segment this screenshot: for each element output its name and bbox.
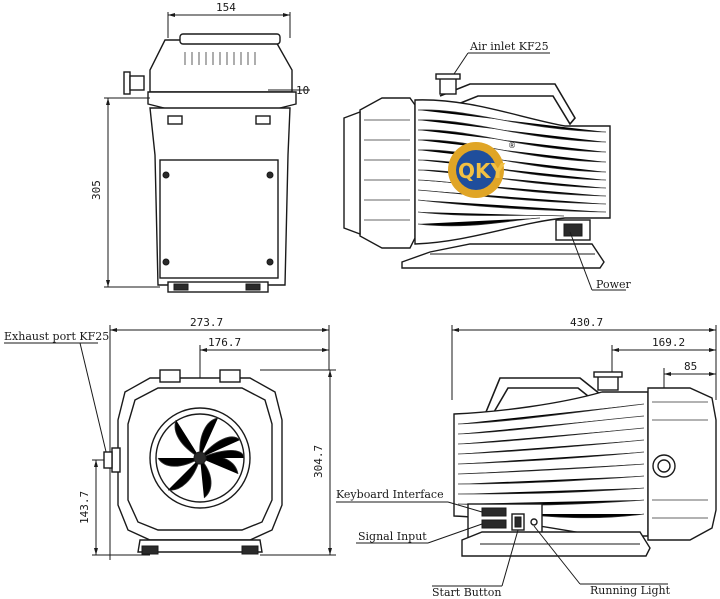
- front-view: 154 10: [90, 1, 310, 293]
- side-dim-length: 430.7: [570, 316, 603, 329]
- rear-dim-port-height: 143.7: [78, 491, 91, 524]
- side-dim-offset: 85: [684, 360, 697, 373]
- fan-blades: [157, 417, 245, 499]
- rear-view: Exhaust port KF25 273.7 176.7 304.7 143.…: [4, 316, 336, 560]
- signal-input-label: Signal Input: [358, 530, 427, 543]
- power-label: Power: [596, 278, 632, 291]
- brand-logo: QKY ®: [448, 141, 516, 198]
- side-view-left: 430.7 169.2 85: [336, 316, 717, 599]
- keyboard-interface-label: Keyboard Interface: [336, 488, 444, 501]
- logo-registered: ®: [508, 141, 516, 150]
- rear-dim-height: 304.7: [312, 445, 325, 478]
- front-dim-width: 154: [216, 1, 236, 14]
- front-dim-offset: 10: [296, 84, 309, 97]
- rear-dim-total-width: 273.7: [190, 316, 223, 329]
- exhaust-label: Exhaust port KF25: [4, 330, 109, 343]
- running-light-label: Running Light: [590, 584, 671, 597]
- front-dim-height: 305: [90, 180, 103, 200]
- rear-dim-half-width: 176.7: [208, 336, 241, 349]
- air-inlet-label: Air inlet KF25: [469, 40, 549, 53]
- logo-text: QKY: [458, 159, 506, 183]
- side-view-right: Air inlet KF25: [343, 40, 632, 291]
- start-button-label: Start Button: [432, 586, 501, 599]
- side-dim-inlet: 169.2: [652, 336, 685, 349]
